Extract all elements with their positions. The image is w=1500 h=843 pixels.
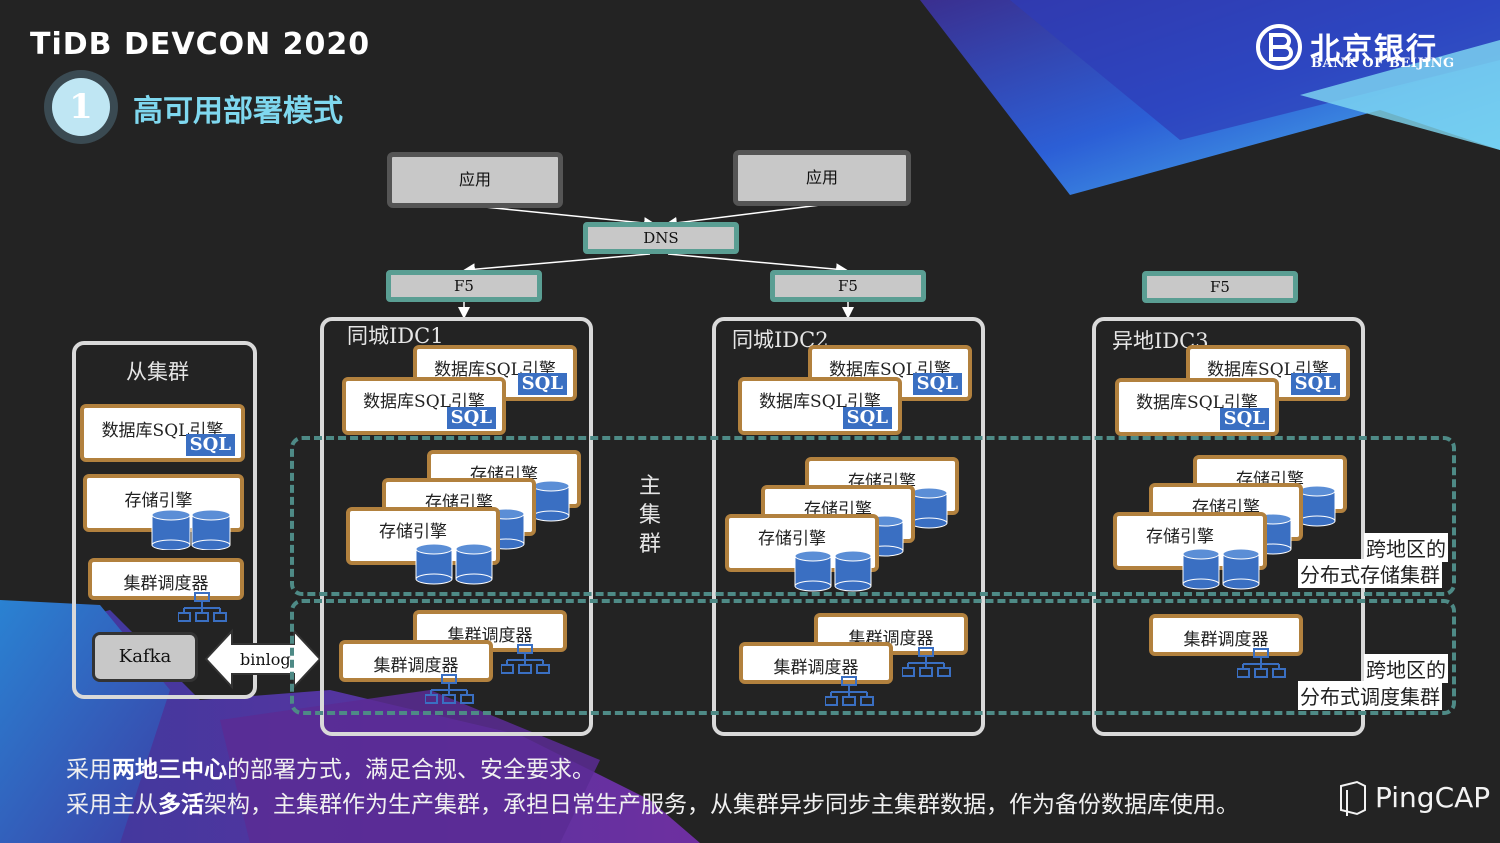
database-icon: [794, 550, 872, 592]
network-icon: [178, 592, 227, 622]
card-label: 存储引擎: [1146, 527, 1214, 547]
idc3-cluster: [1092, 317, 1365, 736]
scheduler-cluster-band: [290, 599, 1456, 715]
section-number: 1: [52, 78, 110, 136]
main-cluster-label: 主集群: [638, 474, 661, 557]
storage-band-label-1: 跨地区的: [1364, 533, 1448, 562]
scheduler-band-label-1: 跨地区的: [1364, 654, 1448, 683]
slave-storage-db-icon: [151, 510, 231, 550]
slave-cluster-title: 从集群: [126, 360, 189, 384]
sql-badge: SQL: [1219, 408, 1269, 430]
kafka-box: Kafka: [92, 632, 198, 682]
sql-badge: SQL: [185, 434, 235, 456]
page-title: 高可用部署模式: [133, 94, 343, 129]
idc1-scheduler-card-2: 集群调度器: [339, 640, 493, 682]
sql-badge: SQL: [517, 373, 567, 395]
database-icon: [1182, 548, 1260, 590]
slave-scheduler-card: 集群调度器: [88, 558, 244, 600]
app-box-1: 应用: [387, 152, 563, 208]
network-icon: [902, 647, 951, 677]
idc2-cluster: [712, 317, 985, 736]
dns-box: DNS: [583, 222, 739, 254]
idc1-title: 同城IDC1: [347, 324, 444, 348]
idc1-cluster: [320, 317, 593, 736]
bank-name-cn: 北京银行: [1310, 32, 1438, 67]
database-icon: [1298, 485, 1336, 527]
network-icon: [501, 644, 550, 674]
app-box-2: 应用: [733, 150, 911, 206]
bank-logo-icon: [1256, 24, 1302, 70]
sql-badge: SQL: [446, 407, 496, 429]
idc2-scheduler-card-2: 集群调度器: [739, 642, 893, 684]
f5-box-3: F5: [1142, 271, 1298, 303]
footer-line-2-pre: 采用主从: [66, 792, 158, 818]
footer-line-2: 采用主从多活架构，主集群作为生产集群，承担日常生产服务，从集群异步同步主集群数据…: [66, 785, 1239, 819]
slave-sql-engine-card: 数据库SQL引擎 SQL: [80, 404, 245, 462]
scheduler-band-label-2: 分布式调度集群: [1298, 681, 1442, 710]
slave-cluster: [72, 341, 257, 699]
database-icon: [415, 543, 493, 585]
sql-badge: SQL: [912, 373, 962, 395]
network-icon: [825, 676, 874, 706]
card-label: 集群调度器: [123, 574, 209, 594]
network-icon: [425, 674, 474, 704]
footer-line-2-post: 架构，主集群作为生产集群，承担日常生产服务，从集群异步同步主集群数据，作为备份数…: [204, 792, 1239, 818]
storage-cluster-band: [290, 436, 1456, 596]
network-icon: [1237, 648, 1286, 678]
pingcap-brand: PingCAP: [1375, 781, 1491, 814]
binlog-label: binlog: [240, 650, 291, 669]
footer-line-2-bold: 多活: [158, 791, 204, 818]
footer-line-1-bold: 两地三中心: [112, 756, 227, 783]
card-label: 集群调度器: [773, 658, 859, 678]
storage-band-label-2: 分布式存储集群: [1298, 559, 1442, 588]
footer-line-1: 采用两地三中心的部署方式，满足合规、安全要求。: [66, 750, 595, 784]
bank-name-en: BANK OF BEIJING: [1311, 56, 1455, 71]
footer-line-1-post: 的部署方式，满足合规、安全要求。: [227, 757, 595, 783]
card-label: 集群调度器: [1183, 630, 1269, 650]
card-label: 存储引擎: [758, 529, 826, 549]
database-icon: [910, 487, 948, 529]
card-label: 集群调度器: [373, 656, 459, 676]
sql-badge: SQL: [1290, 373, 1340, 395]
pingcap-logo-icon: [1340, 780, 1366, 816]
card-label: 存储引擎: [379, 522, 447, 542]
database-icon: [532, 480, 570, 522]
sql-badge: SQL: [842, 407, 892, 429]
card-label: 存储引擎: [124, 491, 193, 511]
f5-box-1: F5: [386, 270, 542, 302]
footer-line-1-pre: 采用: [66, 757, 112, 783]
f5-box-2: F5: [770, 270, 926, 302]
event-brand: TiDB DEVCON 2020: [30, 27, 371, 62]
idc3-scheduler-card-1: 集群调度器: [1149, 614, 1303, 656]
